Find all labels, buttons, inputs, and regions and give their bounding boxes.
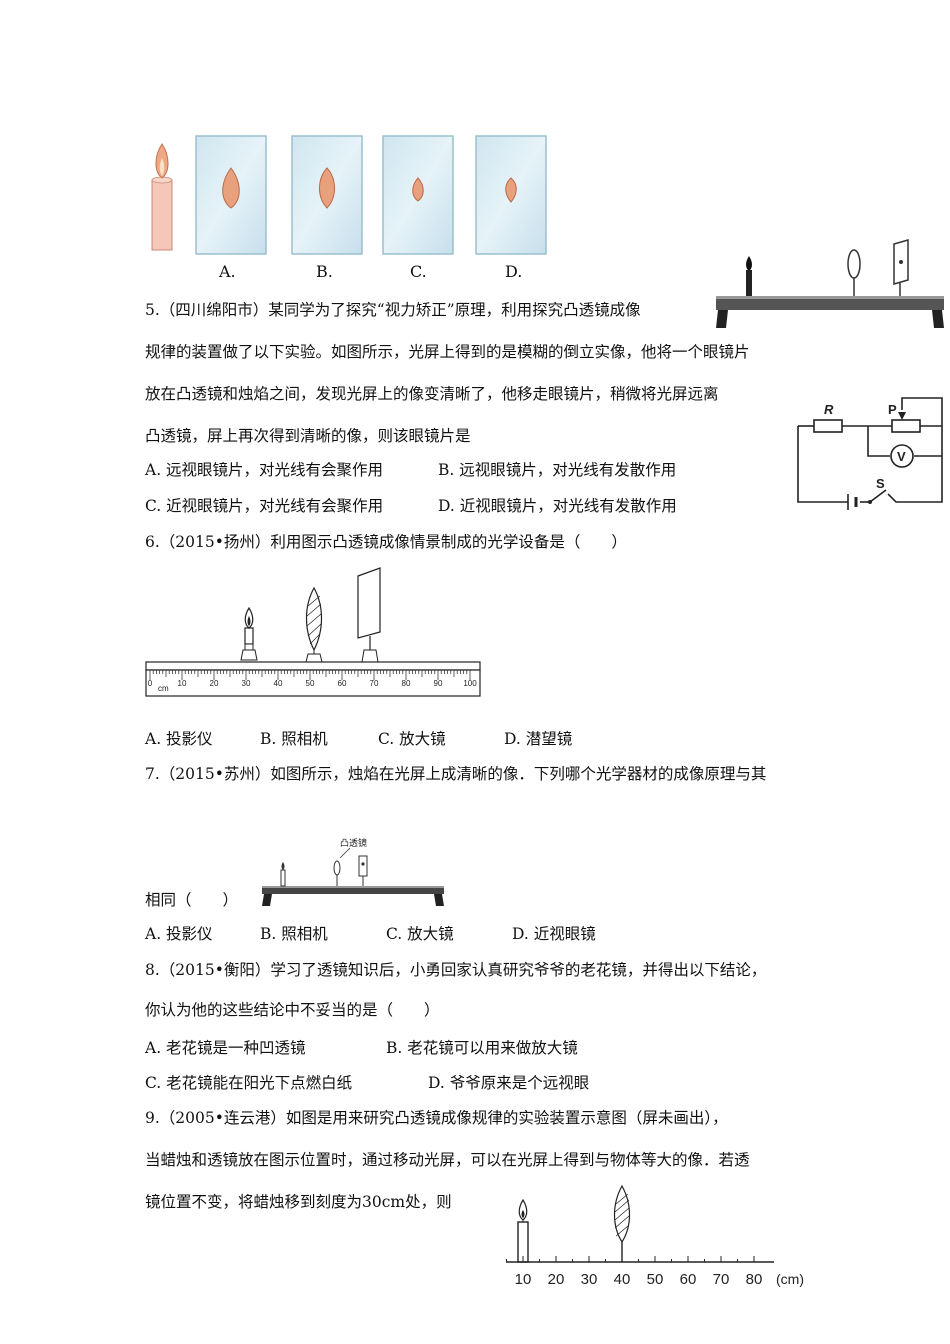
q6-ruler-tick-label: 70 (370, 679, 379, 688)
q9-axis-tick-label: 80 (746, 1271, 763, 1288)
q6-option-a: A. 投影仪 (145, 730, 213, 748)
q9-axis-tick-label: 20 (548, 1271, 565, 1288)
q7-option-a: A. 投影仪 (145, 925, 213, 943)
q6-ruler-tick-label: 50 (306, 679, 315, 688)
circuit-label-s: S (876, 476, 885, 491)
q6-ruler-tick-label: 20 (210, 679, 219, 688)
q6-ruler-tick-label: 40 (274, 679, 283, 688)
q9-axis-tick-label: 50 (647, 1271, 664, 1288)
circuit-diagram: R P V S (797, 397, 943, 510)
q8-option-c: C. 老花镜能在阳光下点燃白纸 (145, 1074, 353, 1092)
q9-line-1: 9.（2005•连云港）如图是用来研究凸透镜成像规律的实验装置示意图（屏未画出）… (145, 1109, 728, 1127)
q6-ruler-tick-label: 60 (338, 679, 347, 688)
q6-ruler-tick-label: 80 (402, 679, 411, 688)
q5-option-b: B. 远视眼镜片，对光线有发散作用 (438, 461, 677, 479)
q6-option-d: D. 潜望镜 (504, 730, 573, 748)
q9-axis-tick-label: 60 (680, 1271, 697, 1288)
q9-axis-tick-label: 10 (515, 1271, 532, 1288)
q9-axis-unit: (cm) (776, 1271, 804, 1287)
q6-ruler-tick-label: 0 (148, 679, 153, 688)
q7-stem-end: 相同（ ） (145, 891, 239, 909)
q5-option-a: A. 远视眼镜片，对光线有会聚作用 (145, 461, 384, 479)
optical-bench-figure (716, 239, 944, 328)
q8-option-d: D. 爷爷原来是个远视眼 (428, 1074, 590, 1092)
q9-axis-tick-label: 30 (581, 1271, 598, 1288)
q8-line-2: 你认为他的这些结论中不妥当的是（ ） (145, 1001, 440, 1019)
option-b-label: B. (316, 262, 333, 281)
q5-option-d: D. 近视眼镜片，对光线有发散作用 (438, 497, 677, 515)
q5-option-c: C. 近视眼镜片，对光线有会聚作用 (145, 497, 384, 515)
circuit-label-v: V (897, 449, 906, 464)
q5-line-2: 规律的装置做了以下实验。如图所示，光屏上得到的是模糊的倒立实像，他将一个眼镜片 (145, 343, 750, 361)
q6-ruler-figure: cm 0 10 20 30 40 50 60 70 80 90 100 (145, 567, 481, 697)
q5-line-3: 放在凸透镜和烛焰之间，发现光屏上的像变清晰了，他移走眼镜片，稍微将光屏远离 (145, 385, 719, 403)
q7-option-c: C. 放大镜 (386, 925, 454, 943)
q9-axis-tick-label: 40 (614, 1271, 631, 1288)
q7-option-d: D. 近视眼镜 (512, 925, 596, 943)
q9-axis-tick-label: 70 (713, 1271, 730, 1288)
q8-option-b: B. 老花镜可以用来做放大镜 (386, 1039, 578, 1057)
candle-image-figure (151, 135, 547, 255)
q6-option-b: B. 照相机 (260, 730, 328, 748)
q6-ruler-tick-label: 90 (434, 679, 443, 688)
q9-line-2: 当蜡烛和透镜放在图示位置时，通过移动光屏，可以在光屏上得到与物体等大的像．若透 (145, 1151, 750, 1169)
q6-ruler-tick-label: 30 (242, 679, 251, 688)
option-a-screen (195, 135, 267, 255)
q6-ruler-unit: cm (158, 684, 169, 693)
circuit-label-r: R (824, 402, 834, 417)
option-d-screen (475, 135, 547, 255)
q5-line-4: 凸透镜，屏上再次得到清晰的像，则该眼镜片是 (145, 427, 471, 445)
option-b-screen (291, 135, 363, 255)
circuit-label-p: P (888, 402, 897, 417)
option-d-label: D. (505, 262, 523, 281)
candle-icon (151, 143, 173, 251)
q6-option-c: C. 放大镜 (378, 730, 446, 748)
q6-stem: 6.（2015•扬州）利用图示凸透镜成像情景制成的光学设备是（ ） (145, 533, 627, 551)
q9-axis-figure: 10 20 30 40 50 60 70 80 (cm) (506, 1184, 804, 1288)
q7-stem: 7.（2015•苏州）如图所示，烛焰在光屏上成清晰的像．下列哪个光学器材的成像原… (145, 765, 767, 783)
q6-ruler-tick-label: 100 (463, 679, 477, 688)
q8-line-1: 8.（2015•衡阳）学习了透镜知识后，小勇回家认真研究爷爷的老花镜，并得出以下… (145, 961, 767, 979)
option-c-screen (382, 135, 454, 255)
q7-option-b: B. 照相机 (260, 925, 328, 943)
q8-option-a: A. 老花镜是一种凹透镜 (145, 1039, 306, 1057)
q6-ruler-tick-label: 10 (178, 679, 187, 688)
q7-optical-bench-figure: 凸透镜 (262, 837, 444, 906)
q5-line-1: 5.（四川绵阳市）某同学为了探究“视力矫正”原理，利用探究凸透镜成像 (145, 301, 641, 319)
option-a-label: A. (219, 262, 236, 281)
option-c-label: C. (410, 262, 427, 281)
q9-line-3: 镜位置不变，将蜡烛移到刻度为30cm处，则 (145, 1193, 452, 1211)
q7-lens-label: 凸透镜 (340, 837, 367, 848)
